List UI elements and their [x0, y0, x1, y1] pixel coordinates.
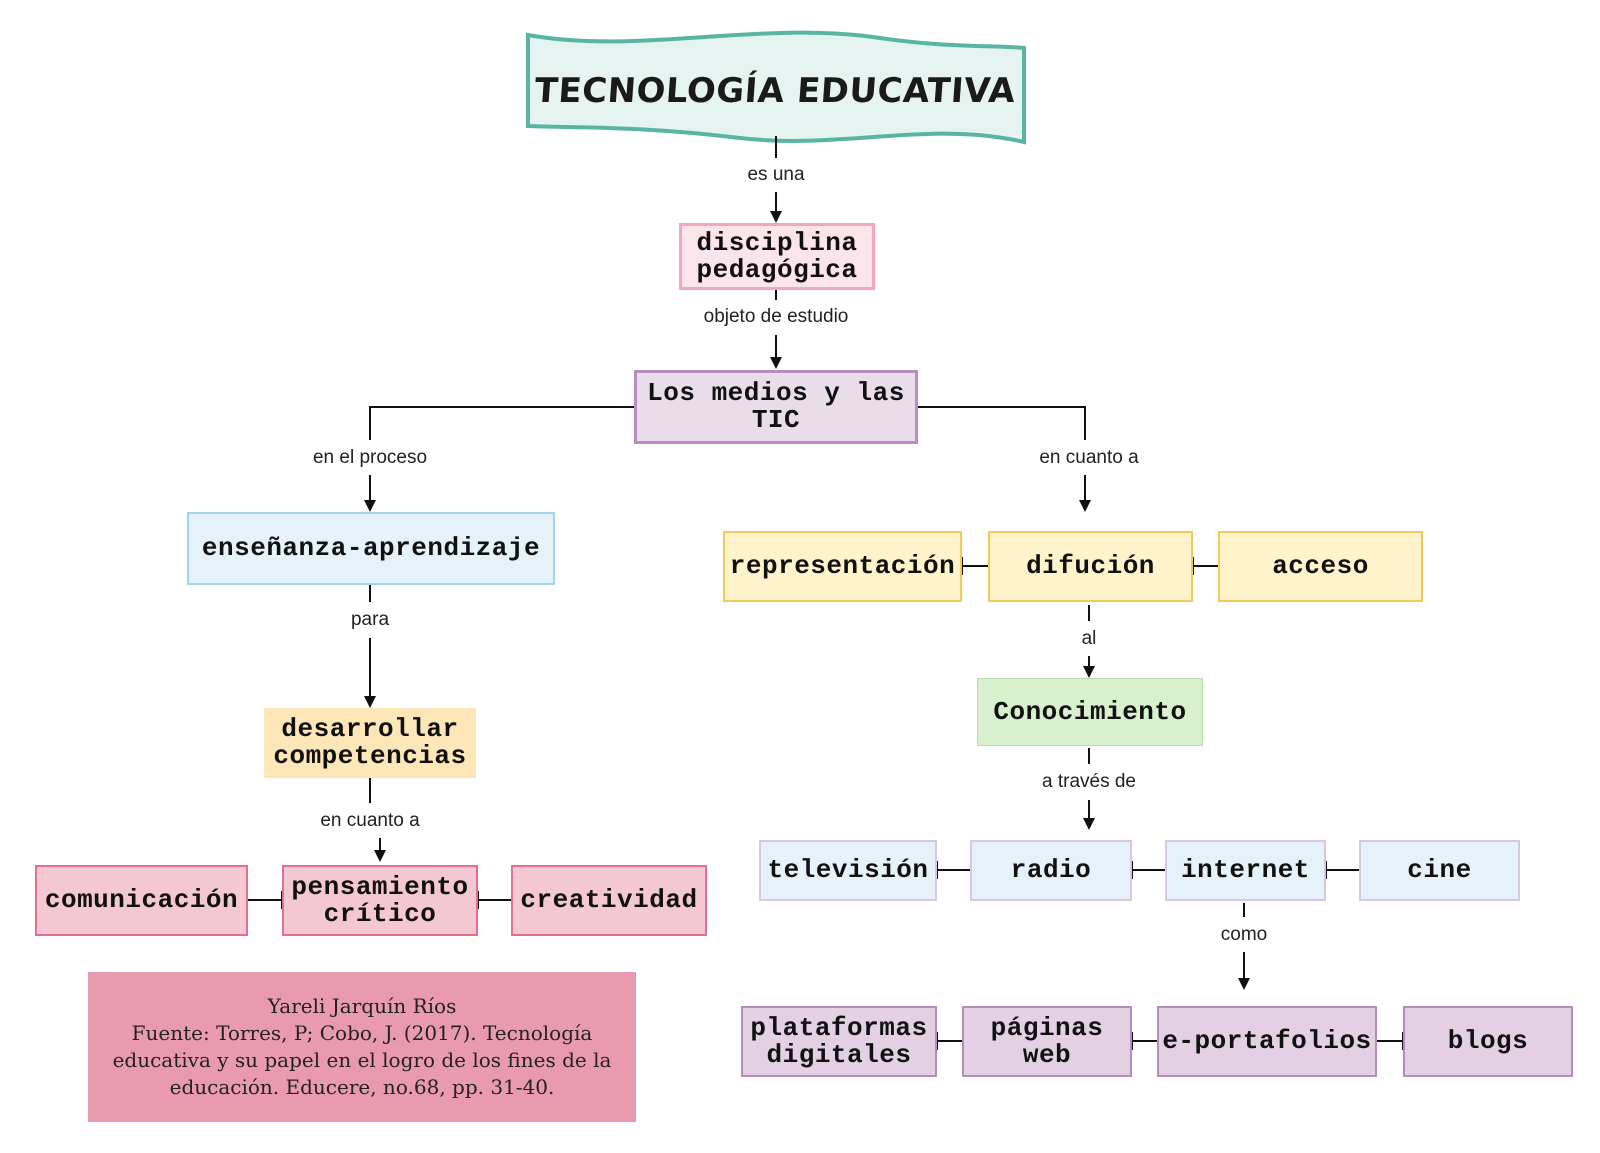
- node-medios-tic: Los medios y las TIC: [634, 370, 918, 444]
- node-television: televisión: [759, 840, 937, 901]
- node-blogs: blogs: [1403, 1006, 1573, 1077]
- node-pensamiento-critico: pensamiento crítico: [282, 865, 478, 936]
- label-a-traves-de: a través de: [1036, 769, 1142, 795]
- node-conocimiento: Conocimiento: [977, 678, 1203, 746]
- node-plataformas-digitales: plataformas digitales: [741, 1006, 937, 1077]
- label-en-cuanto-a-right: en cuanto a: [1033, 445, 1145, 471]
- credit-box: Yareli Jarquín Ríos Fuente: Torres, P; C…: [88, 972, 636, 1122]
- node-creatividad: creatividad: [511, 865, 707, 936]
- label-en-cuanto-a-left: en cuanto a: [314, 808, 426, 834]
- node-radio: radio: [970, 840, 1132, 901]
- label-para: para: [344, 607, 396, 633]
- credit-source: Fuente: Torres, P; Cobo, J. (2017). Tecn…: [112, 1021, 612, 1099]
- label-como: como: [1214, 922, 1274, 948]
- node-acceso: acceso: [1218, 531, 1423, 602]
- credit-author: Yareli Jarquín Ríos: [267, 994, 457, 1018]
- node-difucion: difución: [988, 531, 1193, 602]
- label-objeto-de-estudio: objeto de estudio: [697, 304, 855, 330]
- label-al: al: [1075, 626, 1103, 652]
- node-comunicacion: comunicación: [35, 865, 248, 936]
- node-disciplina-pedagogica: disciplina pedagógica: [679, 223, 875, 290]
- node-paginas-web: páginas web: [962, 1006, 1132, 1077]
- node-cine: cine: [1359, 840, 1520, 901]
- label-en-el-proceso: en el proceso: [306, 445, 434, 471]
- node-representacion: representación: [723, 531, 962, 602]
- node-internet: internet: [1165, 840, 1326, 901]
- title-banner: [526, 30, 1026, 145]
- diagram-title: TECNOLOGÍA EDUCATIVA: [533, 71, 1017, 111]
- node-desarrollar-competencias: desarrollar competencias: [264, 708, 476, 778]
- node-ensenanza-aprendizaje: enseñanza-aprendizaje: [187, 512, 555, 585]
- node-e-portafolios: e-portafolios: [1157, 1006, 1377, 1077]
- label-es-una: es una: [741, 162, 811, 188]
